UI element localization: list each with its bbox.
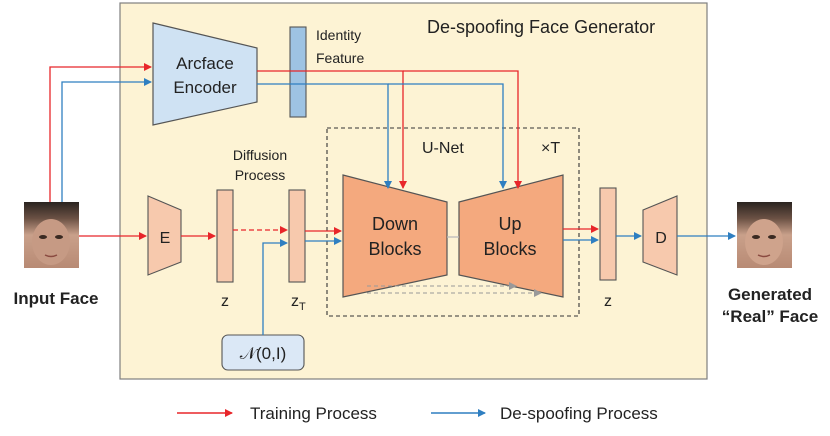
decoder-d-label: D <box>655 230 667 247</box>
legend-despoofing-label: De-spoofing Process <box>500 404 658 423</box>
identity-label-1: Identity <box>316 27 361 43</box>
unet-label: U-Net <box>422 140 464 157</box>
despoofing-arrows <box>61 78 736 335</box>
up-label-1: Up <box>498 214 521 234</box>
repeat-label: ×T <box>541 140 560 157</box>
panel-title: De-spoofing Face Generator <box>427 17 655 37</box>
unet-box <box>326 127 580 317</box>
latent-z-t <box>288 189 306 283</box>
z-left-label: z <box>221 293 229 310</box>
up-blocks <box>458 174 564 298</box>
legend: Training Process De-spoofing Process <box>177 404 658 423</box>
arcface-encoder <box>152 22 258 126</box>
encoder-e-block <box>147 195 182 276</box>
encoder-label-1: Arcface <box>176 54 234 73</box>
input-face-image <box>24 202 79 268</box>
noise-label: 𝒩(0,I) <box>240 344 287 363</box>
down-blocks <box>342 174 448 298</box>
encoder-label-2: Encoder <box>173 78 237 97</box>
up-label-2: Blocks <box>483 239 536 259</box>
down-label-1: Down <box>372 214 418 234</box>
encoder-e-label: E <box>160 230 171 247</box>
skip-connections <box>367 282 542 297</box>
input-face-label: Input Face <box>13 289 98 308</box>
legend-training-label: Training Process <box>250 404 377 423</box>
diffusion-label-2: Process <box>235 167 286 183</box>
latent-z-right <box>599 187 617 281</box>
z-t-label: zT <box>291 293 306 313</box>
training-arrows <box>49 63 599 240</box>
identity-feature-bar <box>289 26 307 118</box>
decoder-d-block <box>642 195 678 276</box>
identity-label-2: Feature <box>316 50 364 66</box>
down-label-2: Blocks <box>368 239 421 259</box>
latent-z-left <box>216 189 234 283</box>
output-face-label-1: Generated <box>728 285 812 304</box>
z-right-label: z <box>604 293 612 310</box>
output-face-image <box>737 202 792 268</box>
diffusion-label-1: Diffusion <box>233 147 287 163</box>
output-face-label-2: “Real” Face <box>722 307 818 326</box>
